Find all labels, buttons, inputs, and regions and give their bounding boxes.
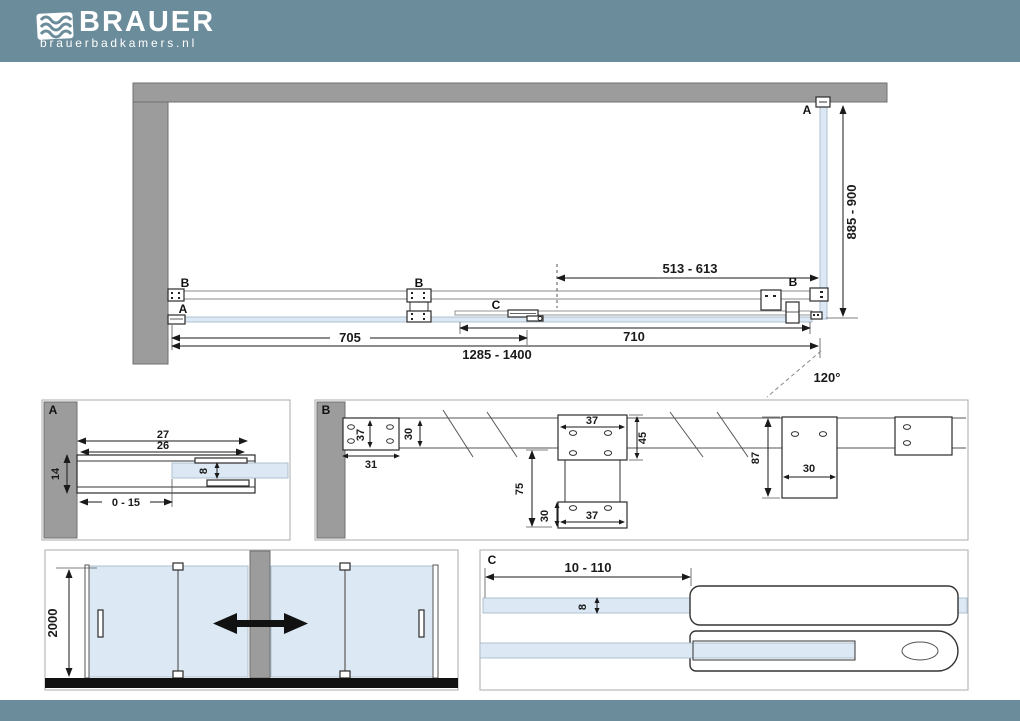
dim-c-glass: 8 <box>577 604 589 610</box>
door-handle <box>507 309 544 322</box>
fixed-glass <box>183 316 813 323</box>
detail-a-label: A <box>49 403 58 417</box>
dim-top-offset: 513 - 613 <box>663 261 718 276</box>
brauer-logo-icon <box>36 12 74 40</box>
left-frame-profile <box>84 564 90 679</box>
dim-c-range: 10 - 110 <box>565 560 612 575</box>
c-upper-block <box>689 585 959 626</box>
wall-profile-left <box>167 314 186 325</box>
left-handle <box>97 609 104 638</box>
right-bracket-cluster <box>760 287 829 324</box>
dim-b-rail: 30 <box>403 428 415 440</box>
detail-a-glass <box>171 462 289 479</box>
wall-top <box>132 82 888 103</box>
b-connector-block <box>781 416 838 499</box>
footer-bar <box>0 700 1020 721</box>
brand-name: BRAUER <box>79 6 216 38</box>
dim-side-depth: 885 - 900 <box>844 185 859 240</box>
mid-bracket <box>406 288 432 323</box>
header-bar <box>0 0 1020 62</box>
c-glass-clamp <box>692 640 856 661</box>
dim-a-inner: 26 <box>157 440 169 452</box>
dim-total-width: 1285 - 1400 <box>462 347 531 362</box>
center-post <box>249 550 271 679</box>
dim-fixed-panel: 705 <box>339 330 361 345</box>
dim-a-outer: 27 <box>157 429 169 441</box>
plan-label-c: C <box>492 298 501 312</box>
dim-front-height: 2000 <box>45 609 60 638</box>
plan-label-a-left: A <box>179 302 188 316</box>
plan-label-b-right: B <box>789 275 798 289</box>
dim-a-glass: 8 <box>198 468 210 474</box>
return-panel-glass <box>819 101 828 320</box>
front-view: 2000 <box>44 549 459 691</box>
dim-a-depth: 14 <box>50 467 62 480</box>
dim-b-wall-h: 37 <box>355 429 367 441</box>
angle-leader <box>766 350 822 398</box>
c-pivot-hole <box>901 641 939 661</box>
dim-a-adjust: 0 - 15 <box>112 497 140 509</box>
dim-b-mid-side: 45 <box>637 432 649 444</box>
dim-b-drop: 75 <box>514 483 526 495</box>
plan-label-a-top: A <box>803 103 812 117</box>
plan-label-b-mid: B <box>415 276 424 290</box>
right-handle <box>418 609 425 638</box>
dim-b-low-w: 37 <box>586 510 598 522</box>
dim-b-wall-w: 31 <box>365 459 377 471</box>
dim-door-panel: 710 <box>623 329 645 344</box>
detail-b-label: B <box>322 403 331 417</box>
wall-bracket-left <box>167 288 185 302</box>
plan-view: 513 - 613 885 - 900 705 710 1285 - 1400 … <box>132 82 888 398</box>
plan-label-b-left: B <box>181 276 190 290</box>
detail-c: C 10 - 110 8 <box>479 549 969 691</box>
dim-b-low-h: 30 <box>539 510 551 522</box>
right-frame-profile <box>432 564 439 679</box>
detail-a: A 27 26 14 8 0 - 15 <box>41 399 291 541</box>
dim-b-block-w: 30 <box>803 463 815 475</box>
brand-site-url: brauerbadkamers.nl <box>40 36 198 50</box>
slide-direction-arrow <box>213 613 308 634</box>
detail-b: B 37 31 30 37 <box>314 399 969 541</box>
dim-b-block-h: 87 <box>750 452 762 464</box>
floor-line <box>45 678 458 688</box>
detail-c-label: C <box>488 553 497 567</box>
c-lower-glass <box>479 642 856 659</box>
dim-b-mid-top: 37 <box>586 415 598 427</box>
dim-angle: 120° <box>814 370 841 385</box>
b-end-bracket <box>894 416 953 456</box>
wall-left <box>132 82 169 365</box>
